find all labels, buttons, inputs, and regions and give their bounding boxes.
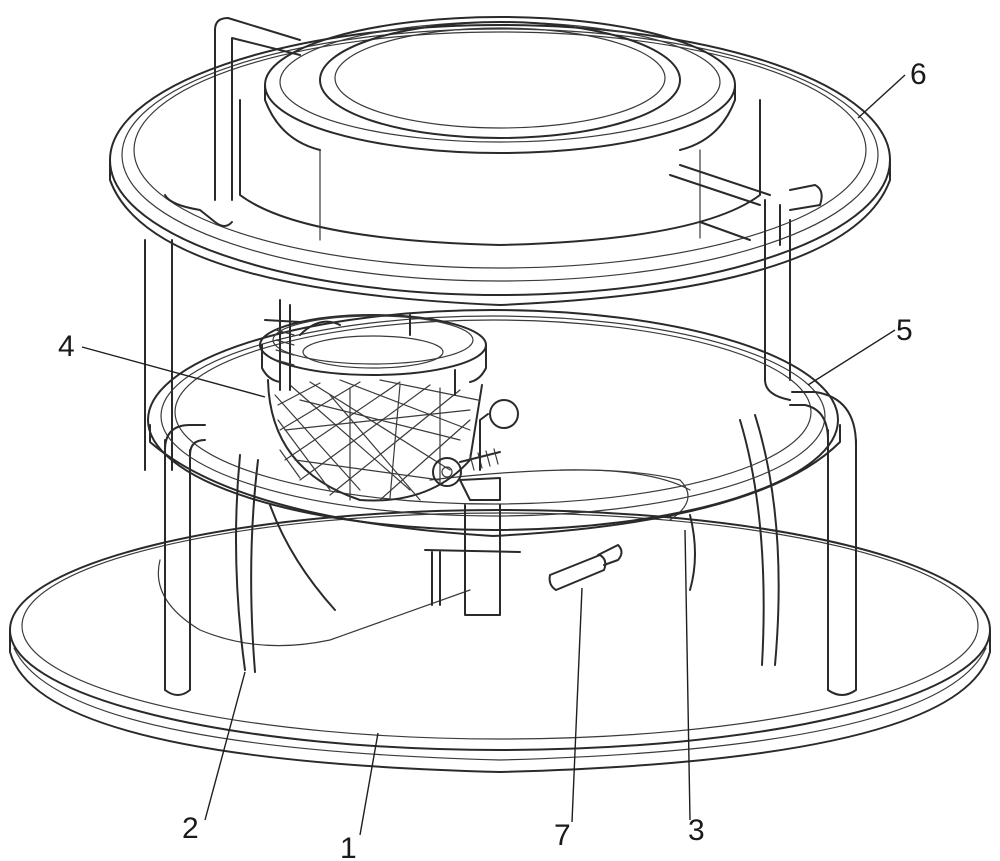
callouts: 1 2 3 4 5 6 7 — [58, 58, 927, 861]
upper-rods — [164, 17, 823, 246]
leader-lines — [81, 74, 906, 836]
callout-1: 1 — [340, 832, 357, 861]
callout-7: 7 — [554, 819, 571, 852]
lower-ring — [147, 309, 841, 537]
collection-tray — [157, 469, 691, 647]
legs — [144, 219, 857, 696]
callout-5: 5 — [896, 314, 913, 347]
leader-5 — [807, 329, 896, 386]
leader-3 — [684, 529, 691, 821]
leader-2 — [204, 671, 246, 821]
leader-7 — [571, 587, 583, 823]
top-ring — [109, 24, 891, 306]
callout-6: 6 — [910, 58, 927, 91]
woven-basket — [259, 299, 487, 502]
leader-4 — [81, 346, 266, 398]
handle — [548, 544, 623, 591]
leader-1 — [359, 732, 379, 836]
gear-drive — [424, 399, 521, 616]
leg-elbows — [164, 379, 857, 456]
hopper — [239, 16, 761, 246]
leader-6 — [857, 74, 906, 119]
callout-3: 3 — [688, 814, 705, 847]
callout-2: 2 — [182, 812, 199, 845]
callout-4: 4 — [58, 330, 75, 363]
